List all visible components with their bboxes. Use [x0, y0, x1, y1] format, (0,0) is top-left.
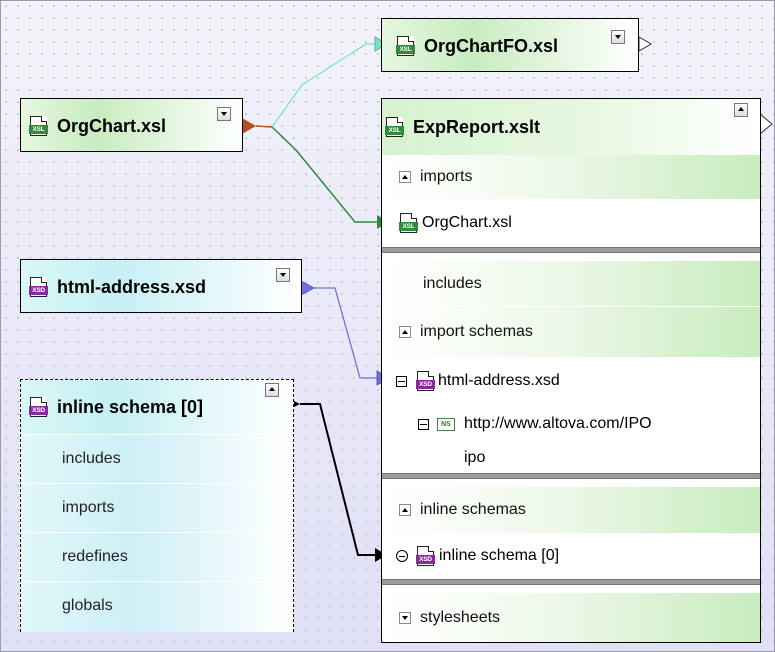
- dropdown-button[interactable]: [611, 30, 625, 44]
- xsl-file-icon: XSL: [399, 213, 419, 233]
- section-divider: [382, 247, 760, 253]
- collapse-toggle[interactable]: [399, 326, 411, 338]
- collapse-button[interactable]: [734, 103, 748, 117]
- section-import-schemas-header[interactable]: import schemas: [382, 307, 760, 357]
- expreport-output-pin[interactable]: [759, 112, 773, 136]
- section-inline-schemas-header[interactable]: inline schemas: [382, 487, 760, 533]
- import-item-orgchart[interactable]: XSL OrgChart.xsl: [382, 199, 760, 247]
- connector-html-address-to-import-schemas[interactable]: [314, 287, 378, 379]
- collapse-button[interactable]: [265, 383, 279, 397]
- xsd-file-icon: XSD: [29, 397, 49, 417]
- list-item-includes[interactable]: includes: [21, 435, 293, 484]
- section-divider: [382, 473, 760, 479]
- node-title: inline schema [0]: [57, 396, 204, 417]
- node-title: OrgChart.xsl: [57, 115, 167, 136]
- inline-schema-node[interactable]: XSD inline schema [0] includes imports r…: [20, 379, 294, 632]
- node-title: ExpReport.xslt: [413, 116, 541, 137]
- connector-orgchart-to-orgchartfo[interactable]: [271, 43, 380, 128]
- connector-inline-schema-to-inline-schemas[interactable]: [300, 403, 376, 556]
- orgchart-output-pin[interactable]: [242, 118, 256, 134]
- circle-minus-icon[interactable]: [396, 550, 408, 562]
- import-schema-item[interactable]: XSD html-address.xsd: [382, 357, 760, 405]
- collapse-toggle[interactable]: [399, 171, 411, 183]
- orgchartfo-node[interactable]: XSL OrgChartFO.xsl: [381, 18, 639, 72]
- xsd-file-icon: XSD: [416, 546, 436, 566]
- tree-collapse-icon[interactable]: [418, 418, 429, 430]
- collapse-toggle[interactable]: [399, 504, 411, 516]
- node-title: OrgChartFO.xsl: [424, 35, 559, 56]
- connector-orgchart-to-imports[interactable]: [271, 126, 378, 223]
- dropdown-button[interactable]: [217, 107, 231, 121]
- inline-schema-item[interactable]: XSD inline schema [0]: [382, 533, 760, 579]
- expand-toggle[interactable]: [399, 611, 411, 624]
- xsl-file-icon: XSL: [29, 116, 49, 136]
- html-address-node[interactable]: XSD html-address.xsd: [20, 259, 302, 313]
- xsl-file-icon: XSL: [385, 117, 405, 137]
- orgchart-node[interactable]: XSL OrgChart.xsl: [20, 98, 243, 152]
- list-item-imports[interactable]: imports: [21, 484, 293, 533]
- html-address-output-pin[interactable]: [300, 280, 315, 296]
- node-title: html-address.xsd: [57, 276, 207, 297]
- xsl-file-icon: XSL: [396, 36, 416, 56]
- namespace-icon: NS: [437, 417, 455, 431]
- xsd-file-icon: XSD: [416, 371, 436, 391]
- dropdown-button[interactable]: [276, 268, 290, 282]
- tree-collapse-icon[interactable]: [396, 375, 407, 387]
- list-item-redefines[interactable]: redefines: [21, 533, 293, 582]
- section-stylesheets-header[interactable]: stylesheets: [382, 593, 760, 642]
- list-item-globals[interactable]: globals: [21, 582, 293, 632]
- section-includes-header[interactable]: includes: [382, 261, 760, 307]
- expreport-node[interactable]: XSL ExpReport.xslt imports XSL OrgChart.…: [381, 98, 761, 643]
- xsd-file-icon: XSD: [29, 277, 49, 297]
- section-imports-header[interactable]: imports: [382, 155, 760, 199]
- section-divider: [382, 579, 760, 585]
- namespace-item[interactable]: NS http://www.altova.com/IPO: [382, 405, 760, 443]
- orgchartfo-output-pin[interactable]: [638, 36, 652, 52]
- prefix-item[interactable]: ipo: [464, 449, 486, 466]
